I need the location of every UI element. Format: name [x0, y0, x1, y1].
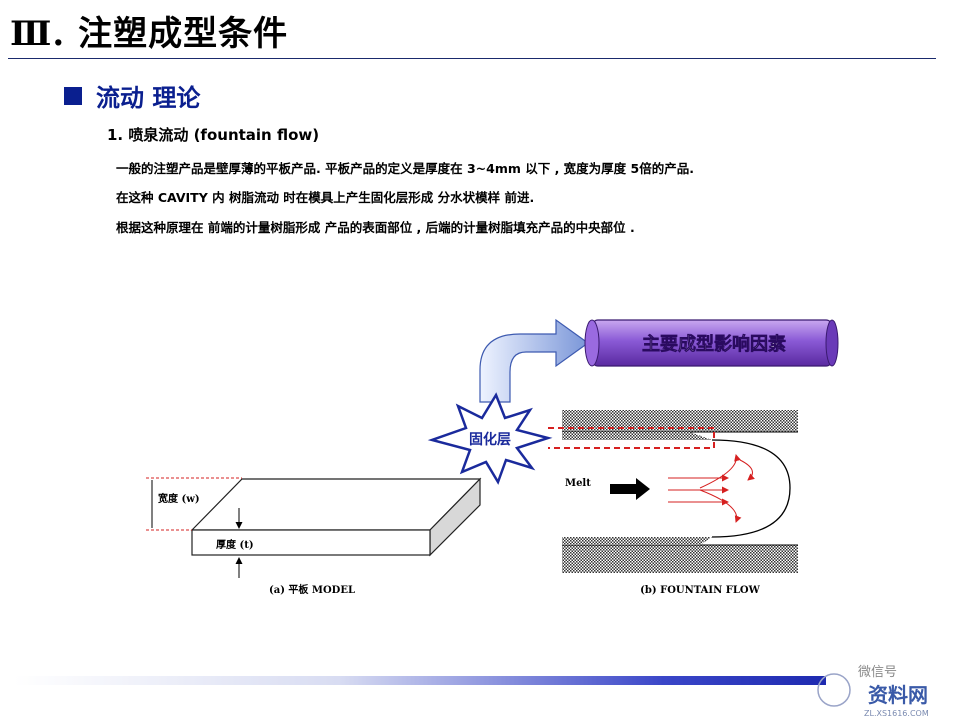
thickness-label: 厚度 (t) [216, 538, 254, 551]
melt-label: Melt [565, 478, 591, 489]
scroll-label: 主要成型影响因素 [642, 333, 786, 355]
body-line-3: 根据这种原理在 前端的计量树脂形成 产品的表面部位 , 后端的计量树脂填充产品的… [116, 220, 635, 235]
watermark-logo: 微信号 资料网 ZL.XS1616.COM [817, 665, 929, 718]
square-bullet-icon [64, 86, 82, 105]
body-line-2: 在这种 CAVITY 内 树脂流动 时在模具上产生固化层形成 分水状模样 前进. [116, 190, 535, 205]
watermark-text-1: 微信号 [858, 665, 897, 680]
width-label: 宽度 (w) [157, 492, 200, 505]
title-divider [8, 58, 936, 59]
starburst-icon [427, 392, 553, 485]
slide-title: Ⅲ. 注塑成型条件 [10, 14, 289, 54]
plate-model [190, 477, 482, 557]
curved-arrow-icon [479, 318, 590, 403]
footer-bar [14, 676, 826, 685]
starburst-label: 固化层 [469, 431, 511, 448]
watermark-url: ZL.XS1616.COM [864, 709, 929, 718]
wechat-icon [817, 673, 851, 707]
body-line-1: 一般的注塑产品是壁厚薄的平板产品. 平板产品的定义是厚度在 3~4mm 以下 ,… [116, 161, 694, 176]
melt-arrow-icon [610, 478, 650, 500]
subheading: 1. 喷泉流动 (fountain flow) [107, 126, 320, 144]
section-heading: 流动 理论 [64, 78, 200, 113]
scroll-banner: 主要成型影响因素 [584, 319, 839, 367]
mold-cavity [562, 410, 798, 573]
caption-a: (a) 平板 MODEL [269, 583, 355, 596]
section-heading-text: 流动 理论 [96, 84, 201, 112]
caption-b: (b) FOUNTAIN FLOW [640, 585, 760, 596]
watermark-text-2: 资料网 [868, 683, 928, 707]
